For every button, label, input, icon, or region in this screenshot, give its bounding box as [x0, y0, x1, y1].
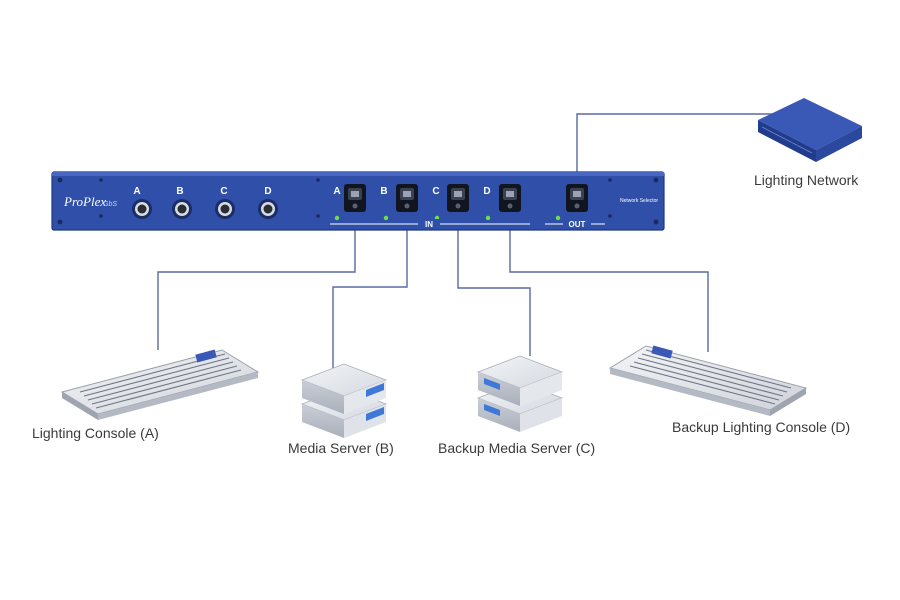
selector-buttons: A B C D	[132, 186, 278, 219]
led-port-out	[555, 215, 561, 221]
led-port-d	[485, 215, 491, 221]
cable-port-d-to-backup-console-d	[509, 222, 709, 352]
label-lighting-console-a: Lighting Console (A)	[32, 425, 159, 441]
input-ports: A B C D	[330, 184, 530, 229]
network-selector-label: Network Selector	[620, 198, 658, 204]
label-backup-lighting-console-d: Backup Lighting Console (D)	[672, 419, 851, 435]
media-server-b-icon	[300, 363, 388, 438]
selector-button-d[interactable]: D	[258, 186, 278, 219]
brand-logo-text: ProPlex	[63, 194, 106, 209]
screw	[57, 177, 63, 183]
ethernet-port-out[interactable]	[566, 184, 588, 212]
screw	[608, 214, 612, 218]
selector-button-label-b: B	[176, 186, 183, 197]
led-port-b	[383, 215, 389, 221]
out-label: OUT	[569, 220, 586, 229]
lighting-console-a-icon	[60, 349, 260, 420]
port-label-b: B	[380, 186, 387, 197]
ethernet-port-a[interactable]	[344, 184, 366, 212]
selector-button-c[interactable]: C	[215, 186, 235, 219]
cable-port-b-to-media-server-b	[332, 222, 408, 372]
selector-button-label-d: D	[264, 186, 271, 197]
model-text: GbS	[103, 201, 117, 208]
selector-button-b[interactable]: B	[172, 186, 192, 219]
screw	[653, 219, 659, 225]
screw	[608, 178, 612, 182]
screw	[653, 177, 659, 183]
cable-port-a-to-console-a	[157, 222, 356, 350]
ethernet-port-d[interactable]	[499, 184, 521, 212]
lighting-network-switch-icon	[758, 98, 862, 162]
output-port-group: OUT	[545, 184, 605, 229]
screw	[99, 214, 103, 218]
label-media-server-b: Media Server (B)	[288, 440, 394, 456]
screw	[316, 178, 320, 182]
screw	[316, 214, 320, 218]
led-port-a	[334, 215, 340, 221]
ethernet-port-b[interactable]	[396, 184, 418, 212]
label-lighting-network: Lighting Network	[754, 172, 859, 188]
label-backup-media-server-c: Backup Media Server (C)	[438, 440, 596, 456]
proplex-rack-unit: ProPlex GbS A B C D	[51, 171, 665, 231]
backup-lighting-console-d-icon	[608, 345, 808, 416]
screw	[57, 219, 63, 225]
port-label-c: C	[432, 186, 439, 197]
port-label-a: A	[333, 186, 340, 197]
screw	[99, 178, 103, 182]
rack-screws	[57, 177, 659, 225]
backup-media-server-c-icon	[476, 355, 564, 432]
ethernet-port-c[interactable]	[447, 184, 469, 212]
port-label-d: D	[483, 186, 490, 197]
selector-button-a[interactable]: A	[132, 186, 152, 219]
in-label-bg	[418, 219, 440, 229]
selector-button-label-c: C	[220, 186, 227, 197]
cables	[157, 113, 788, 372]
in-label: IN	[425, 220, 433, 229]
rack-panel-top-edge	[52, 172, 664, 176]
cable-port-c-to-backup-media-server-c	[457, 222, 531, 356]
cable-out-to-lighting-network	[576, 113, 788, 178]
out-label-bg	[563, 219, 591, 229]
selector-button-label-a: A	[133, 186, 140, 197]
